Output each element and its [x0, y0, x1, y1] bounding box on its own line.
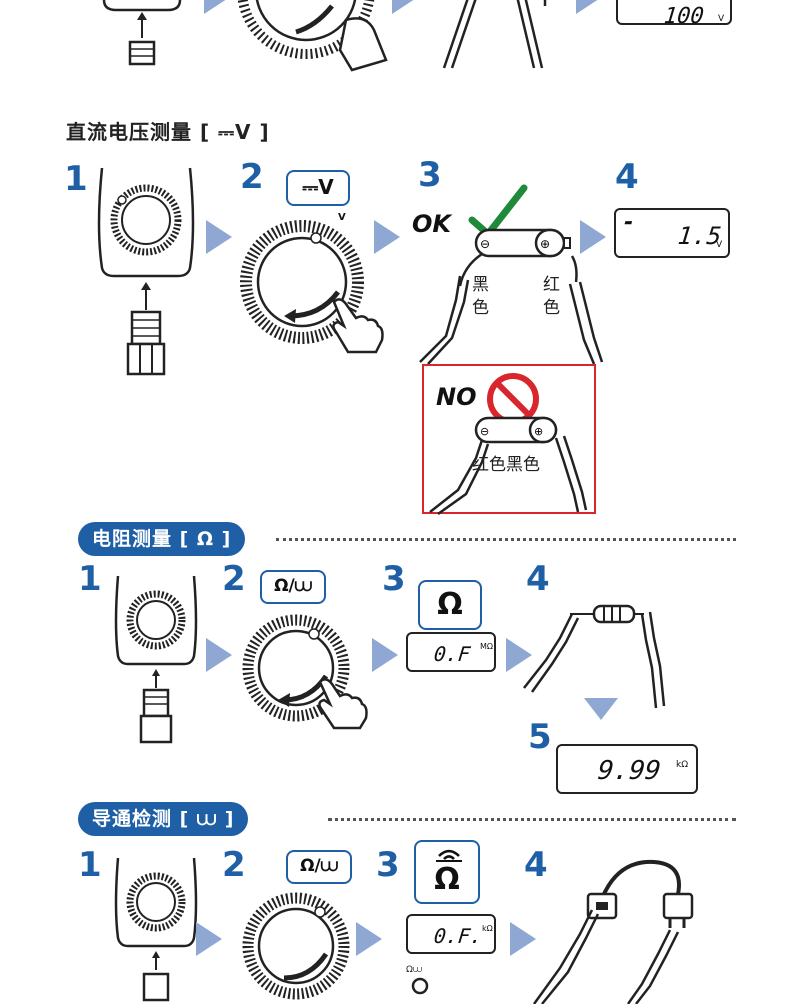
rotary-dial-icon: [240, 220, 364, 344]
battery-icon: ⊖ ⊕: [474, 416, 558, 444]
step-arrow: [356, 922, 382, 956]
result-value: 9.99: [596, 756, 663, 786]
display-unit: kΩ: [482, 924, 493, 933]
section-heading: 导通检测 [ ⩊ ]: [78, 802, 249, 836]
step-number: 3: [376, 845, 400, 885]
black-lead-label: 黑 色: [472, 275, 489, 318]
step-arrow: [506, 638, 532, 672]
meter-display: - 1.5 V: [614, 208, 730, 258]
resistor-icon: [523, 604, 666, 709]
section-divider: [276, 538, 736, 541]
display-unit: MΩ: [480, 642, 494, 651]
step-number: 2: [222, 559, 246, 599]
continuity-selector-icon: Ω⩊: [406, 965, 429, 995]
step-number: 4: [524, 845, 548, 885]
display-value: 100: [662, 4, 706, 29]
section-heading: 直流电压测量 [ ⎓V ]: [66, 120, 270, 144]
hand-pointer-icon: [332, 298, 384, 354]
rotary-dial-icon: [237, 0, 388, 72]
dial-label: ⎓V: [302, 175, 334, 199]
step-arrow-down: [584, 698, 618, 720]
dial-tick-label: V: [338, 212, 346, 223]
range-symbol-bubble: Ω: [414, 840, 480, 904]
step-arrow: [580, 220, 606, 254]
meter-body-icon: [102, 0, 182, 66]
display-sign: -: [620, 210, 637, 235]
step-number: 2: [222, 845, 246, 885]
continuity-icon: [436, 849, 462, 862]
step-number: 5: [528, 717, 552, 757]
step-arrow: [576, 0, 602, 14]
meter-display: 9.99 kΩ: [556, 744, 698, 794]
display-value: 0.F: [432, 642, 472, 666]
step-number: 3: [418, 155, 442, 195]
step-arrow: [206, 220, 232, 254]
ok-label: OK: [412, 210, 451, 238]
step-number: 1: [78, 845, 102, 885]
step-number: 2: [240, 157, 264, 197]
test-lead-icon: [442, 0, 547, 69]
svg-text:⊕: ⊕: [534, 425, 543, 438]
display-value: 0.F.: [432, 924, 484, 948]
meter-display: 100 V: [616, 0, 732, 29]
dial-label: Ω/⩊: [274, 576, 312, 596]
svg-text:⊕: ⊕: [540, 237, 550, 251]
display-unit: V: [716, 240, 723, 250]
step-arrow: [510, 922, 536, 956]
step-number: 4: [526, 559, 550, 599]
rotary-dial-icon: [242, 892, 350, 1000]
range-symbol: Ω: [434, 862, 460, 897]
result-unit: kΩ: [676, 760, 689, 770]
battery-icon: ⊖ ⊕: [474, 228, 571, 258]
no-label: NO: [436, 383, 477, 411]
test-lead-icon: [429, 435, 588, 516]
step-arrow: [372, 638, 398, 672]
svg-text:⊖: ⊖: [480, 425, 489, 438]
display-unit: V: [718, 14, 725, 24]
meter-display: 0.F MΩ: [406, 632, 496, 672]
step-number: 1: [78, 559, 102, 599]
svg-text:Ω⩊: Ω⩊: [406, 965, 422, 975]
dial-label-bubble: Ω/⩊: [260, 570, 326, 604]
red-lead-label: 红 色: [543, 275, 560, 318]
test-lead-icon: [419, 252, 604, 365]
hand-pointer-icon: [318, 678, 368, 730]
no-probe-label: 红色黑色: [472, 455, 540, 475]
range-symbol: Ω: [437, 587, 463, 622]
step-arrow: [392, 0, 418, 14]
meter-body-icon: [97, 167, 195, 376]
step-number: 4: [615, 157, 639, 197]
dial-label: Ω/⩊: [300, 856, 338, 876]
section-divider: [328, 818, 736, 821]
step-number: 3: [382, 559, 406, 599]
dial-label-bubble: ⎓V: [286, 170, 350, 206]
dial-label-bubble: Ω/⩊: [286, 850, 352, 884]
meter-body-icon: [114, 575, 198, 744]
meter-display: 0.F. kΩ: [406, 914, 496, 954]
step-arrow: [196, 922, 222, 956]
range-symbol-bubble: Ω: [418, 580, 482, 630]
step-arrow: [206, 638, 232, 672]
step-arrow: [374, 220, 400, 254]
meter-body-icon: [114, 857, 198, 1002]
wrong-polarity-box: [422, 364, 596, 514]
section-heading: 电阻测量 [ Ω ]: [78, 522, 246, 556]
step-arrow: [204, 0, 230, 14]
power-cord-icon: [532, 859, 694, 1004]
step-number: 1: [64, 159, 88, 199]
svg-text:⊖: ⊖: [480, 237, 490, 251]
